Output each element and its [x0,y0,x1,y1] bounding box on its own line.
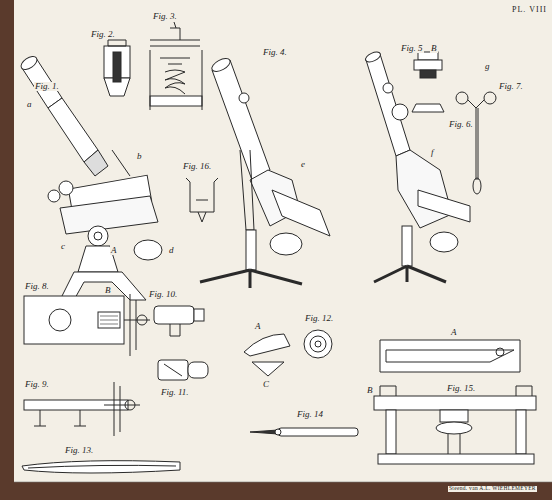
figure-label: f [430,148,435,157]
microscope-fig4 [200,56,330,288]
cylinder-fig10 [154,306,204,336]
tube-fig11 [158,360,208,380]
engraver-credit: Steend. van A.L. WIEHLEMEYER [448,486,537,492]
objective-fig2 [104,40,130,96]
figure-label: Fig. 4. [262,48,288,57]
microscope-fig5 [364,50,470,282]
figure-label: c [60,242,66,251]
slide-holder-fig9 [24,382,140,436]
figure-label: Fig. 10. [148,290,178,299]
figure-label: Fig. 1. [34,82,60,91]
forceps-fig13 [22,461,180,473]
figure-label: b [136,152,143,161]
figure-label: Fig. 11. [160,388,190,397]
figure-label: Fig. 15. [446,384,476,393]
figure-label: C [262,380,270,389]
figure-label: Fig. 3. [152,12,178,21]
spring-clip-fig3 [150,22,202,110]
figure-label: Fig. 9. [24,380,50,389]
diaphragm-fig16 [186,178,218,222]
figure-label: Fig. 14 [296,410,324,419]
stage-plate-fig8 [24,294,150,356]
lens-fig6 [412,52,444,112]
tongs-fig7 [456,92,496,194]
microscope-fig1 [19,54,162,300]
prism-fig12 [244,330,332,376]
figure-label: Fig. 13. [64,446,94,455]
figure-label: B [104,286,112,295]
figure-label: A [450,328,458,337]
figure-label: Fig. 5 [400,44,424,53]
figure-label: Fig. 2. [90,30,116,39]
figure-label: Fig. 8. [24,282,50,291]
compressor-fig15 [374,340,536,464]
figure-label: a [26,100,33,109]
plate-number: PL. VIII [511,6,548,14]
figure-label: A [110,246,118,255]
figure-label: d [168,246,175,255]
figure-label: g [484,62,491,71]
figure-label: Fig. 7. [498,82,524,91]
figure-label: Fig. 12. [304,314,334,323]
figure-label: Fig. 16. [182,162,212,171]
figure-label: B [430,44,438,53]
figure-label: e [300,160,306,169]
figure-label: Fig. 6. [448,120,474,129]
needle-fig14 [250,428,358,436]
figure-label: B [366,386,374,395]
figure-label: A [254,322,262,331]
